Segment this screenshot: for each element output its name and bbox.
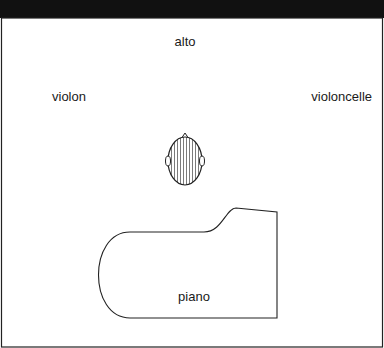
instrument-label: alto [175, 35, 196, 48]
listener-head [166, 133, 205, 185]
instrument-label: violon [52, 90, 86, 103]
frame [2, 18, 383, 347]
instrument-label: violoncelle [311, 90, 372, 103]
node-label: piano [178, 290, 210, 303]
header-bar [0, 0, 384, 18]
piano-outline: piano [96, 206, 280, 320]
